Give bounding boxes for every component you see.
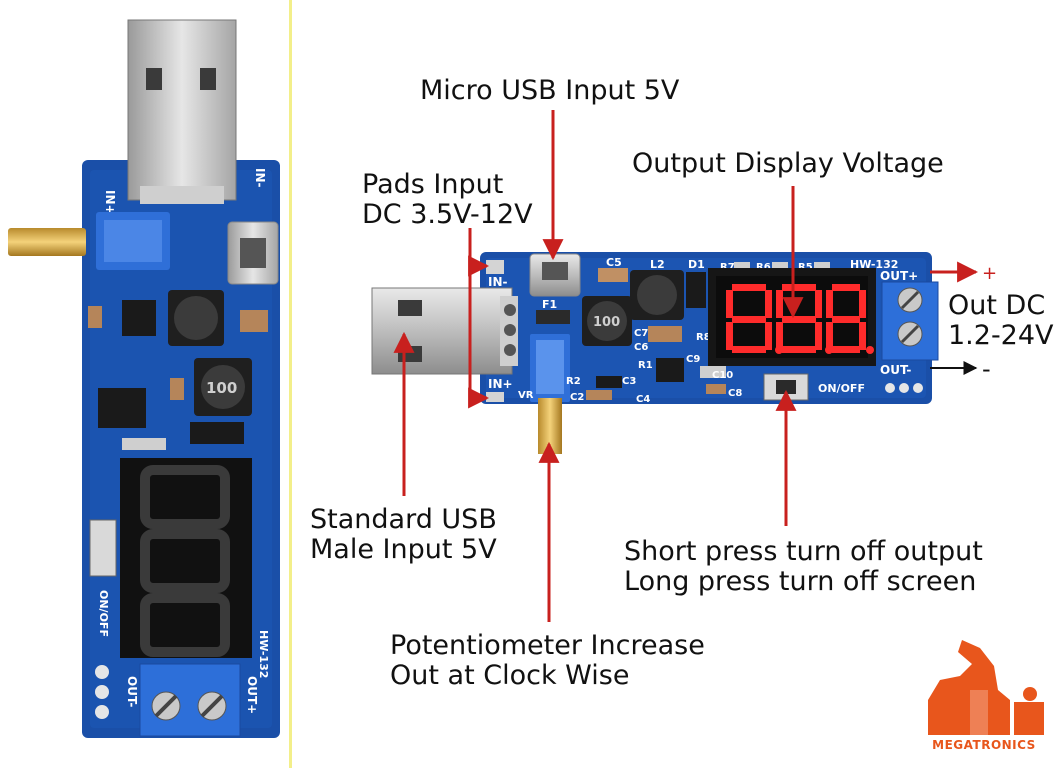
label-pads-input-line-1: Pads Input	[362, 169, 504, 200]
part-label-c10: C10	[712, 370, 733, 381]
vertical-inductor-2: 100	[194, 358, 252, 416]
horizontal-inductor-2: 100	[582, 296, 632, 346]
part-label-r1: R1	[638, 360, 653, 371]
part-label-r6: R6	[756, 262, 771, 273]
megatronics-logo	[928, 640, 1044, 735]
label-pads-input: Pads Input DC 3.5V-12V	[362, 170, 533, 230]
label-button-line-2: Long press turn off screen	[624, 566, 977, 597]
part-label-c7: C7	[634, 328, 648, 339]
horizontal-inductor-1	[630, 270, 684, 320]
part-label-c8: C8	[728, 388, 742, 399]
part-label-c4: C4	[636, 394, 650, 405]
vertical-model-silk: HW-132	[257, 630, 270, 678]
vertical-in-plus-silk: IN+	[103, 190, 117, 215]
brand-name: MEGATRONICS	[932, 738, 1036, 752]
display-digit-3	[826, 284, 874, 354]
label-standard-usb-line-2: Male Input 5V	[310, 534, 497, 565]
label-micro-usb: Micro USB Input 5V	[420, 75, 680, 106]
vertical-terminal-block	[139, 663, 241, 737]
label-pads-input-line-2: DC 3.5V-12V	[362, 199, 533, 230]
vertical-display	[120, 458, 252, 658]
horizontal-trimmer	[530, 334, 570, 454]
label-button-line-1: Short press turn off output	[624, 536, 983, 567]
part-label-r7: R7	[720, 262, 735, 273]
part-label-vr: VR	[518, 390, 534, 401]
part-label-c5: C5	[606, 256, 622, 269]
callout-lines	[393, 110, 979, 622]
label-potentiometer: Potentiometer Increase Out at Clock Wise	[390, 631, 705, 691]
vertical-button	[89, 519, 117, 577]
part-label-r2: R2	[566, 376, 581, 387]
vertical-usb-plug	[127, 19, 237, 204]
horizontal-in-plus-silk: IN+	[488, 377, 513, 391]
part-label-l2: L2	[650, 258, 665, 271]
part-label-c3: C3	[622, 376, 636, 387]
horizontal-model-silk: HW-132	[850, 258, 898, 271]
part-label-c9: C9	[686, 354, 700, 365]
vertical-in-minus-silk: IN-	[253, 168, 267, 188]
part-label-c6: C6	[634, 342, 648, 353]
horizontal-out-minus-silk: OUT-	[880, 363, 911, 377]
part-label-r5: R5	[798, 262, 813, 273]
vertical-on-off-silk: ON/OFF	[97, 590, 110, 637]
label-out-dc-line-2: 1.2-24V	[948, 320, 1054, 351]
part-label-r8: R8	[696, 332, 711, 343]
vertical-trimmer	[8, 212, 170, 270]
horizontal-usb-plug	[371, 287, 518, 375]
horizontal-in-minus-silk: IN-	[488, 275, 508, 289]
part-label-c2: C2	[570, 392, 584, 403]
label-standard-usb: Standard USB Male Input 5V	[310, 505, 497, 565]
out-plus-sign: +	[982, 263, 997, 284]
horizontal-on-off-silk: ON/OFF	[818, 382, 865, 395]
label-potentiometer-line-2: Out at Clock Wise	[390, 660, 630, 691]
label-button: Short press turn off output Long press t…	[624, 537, 983, 597]
out-minus-sign: -	[982, 355, 991, 383]
label-potentiometer-line-1: Potentiometer Increase	[390, 630, 705, 661]
horizontal-inductor-label: 100	[593, 315, 620, 330]
part-label-f1: F1	[542, 298, 557, 311]
vertical-inductor-1	[168, 290, 224, 346]
vertical-board-view: IN+ IN- 100	[8, 19, 280, 738]
label-out-dc-line-1: Out DC	[948, 290, 1046, 321]
horizontal-board-view: IN- IN+ F1 C5 VR	[371, 252, 939, 454]
label-output-display: Output Display Voltage	[632, 148, 944, 179]
label-standard-usb-line-1: Standard USB	[310, 504, 497, 535]
vertical-out-minus-silk: OUT-	[125, 676, 139, 707]
vertical-inductor-label: 100	[206, 379, 237, 397]
horizontal-terminal-block	[881, 281, 939, 361]
horizontal-out-plus-silk: OUT+	[880, 269, 918, 283]
horizontal-micro-usb	[529, 253, 581, 297]
panel-divider	[289, 0, 292, 768]
part-label-d1: D1	[688, 258, 705, 271]
vertical-out-plus-silk: OUT+	[245, 676, 259, 714]
label-out-dc: Out DC 1.2-24V	[948, 291, 1054, 351]
